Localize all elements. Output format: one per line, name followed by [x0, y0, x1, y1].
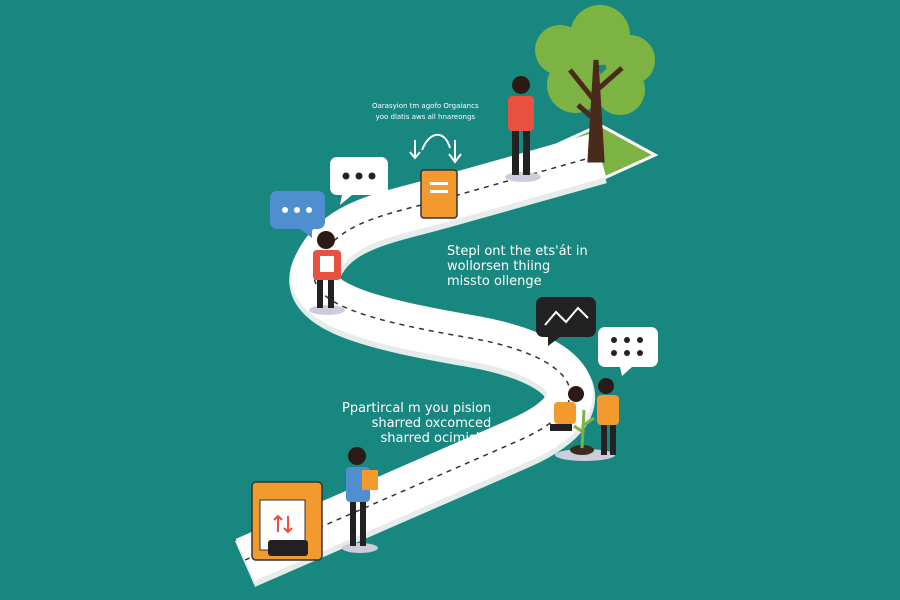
person-reading — [309, 231, 345, 315]
people-planting — [550, 378, 619, 461]
swap-arrows-icon — [273, 514, 293, 534]
caption-middle: Stepl ont the ets'át in wollorsen thiing… — [447, 244, 588, 290]
caption-bottom: Ppartircal m you pision sharred oxcomced… — [342, 401, 492, 447]
caption-top: Oarasyion tm agofo Orgaiancs yoo dlatis … — [372, 101, 479, 122]
chat-bubble-icon — [330, 157, 388, 205]
large-book-icon — [251, 481, 323, 561]
arrows-icon — [409, 133, 462, 164]
tree-icon — [535, 5, 655, 163]
person-bottom — [342, 447, 378, 553]
chat-bubble-blue-icon — [270, 191, 325, 238]
grid-bubble-icon — [598, 327, 658, 376]
book-icon — [420, 169, 458, 219]
caption-bottom-line: sharred oxcomced — [371, 415, 492, 431]
caption-middle-line: Stepl ont the ets'át in — [447, 244, 588, 259]
caption-middle-line: wollorsen thiing — [447, 258, 551, 274]
caption-top-line: Oarasyion tm agofo Orgaiancs — [372, 102, 479, 110]
caption-bottom-line: Ppartircal m you pision — [342, 401, 492, 416]
chart-bubble-icon — [536, 297, 596, 346]
caption-bottom-line: sharred ocimisits — [380, 430, 492, 446]
person-top — [505, 76, 541, 182]
caption-top-line: yoo dlatis aws all hnareongs — [375, 112, 476, 121]
caption-middle-line: missto ollenge — [447, 273, 542, 289]
